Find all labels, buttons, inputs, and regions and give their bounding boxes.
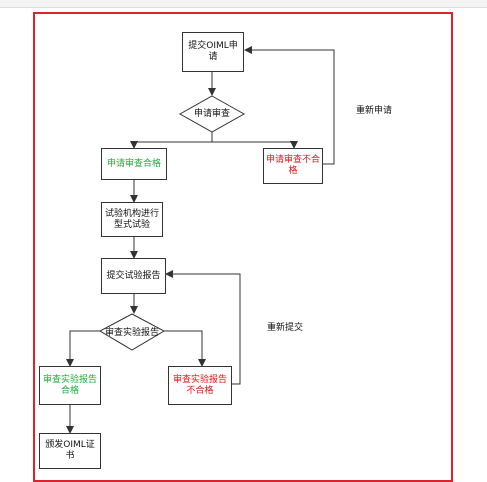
node-issue-certificate-label: 颁发OIML证书 — [45, 440, 95, 461]
arrow-review-report-to-passed — [66, 330, 100, 367]
arrow-review-to-passed — [130, 132, 213, 149]
node-submit-oiml-application-label: 提交OIML申请 — [188, 41, 238, 62]
decision-diamond-report — [98, 313, 166, 351]
node-issue-certificate: 颁发OIML证书 — [39, 433, 101, 469]
decision-application-review-label: 申请审查 — [193, 108, 230, 119]
node-report-failed-label: 审查实验报告不合格 — [172, 374, 227, 396]
arrow-review-report-to-failed — [164, 330, 206, 367]
node-report-failed: 审查实验报告不合格 — [168, 366, 232, 405]
node-submit-test-report: 提交试验报告 — [101, 258, 166, 294]
node-application-failed-label: 申请审查不合格 — [266, 155, 321, 176]
node-submit-oiml-application: 提交OIML申请 — [182, 32, 244, 72]
note-resubmit: 重新提交 — [267, 323, 304, 333]
arrow-reapply-loop — [244, 46, 335, 165]
node-submit-test-report-label: 提交试验报告 — [106, 270, 161, 281]
arrow-resubmit-loop — [165, 270, 241, 385]
decision-report-review-label: 审查实验报告 — [105, 327, 160, 338]
top-ruler — [0, 0, 487, 8]
node-application-passed-label: 申请审查合格 — [106, 158, 161, 169]
node-type-test-label: 试验机构进行型式试验 — [104, 208, 159, 230]
node-report-passed: 审查实验报告合格 — [39, 366, 101, 405]
node-application-failed: 申请审查不合格 — [263, 148, 323, 184]
note-reapply: 重新申请 — [356, 106, 393, 116]
decision-report-review-label-box: 审查实验报告 — [105, 322, 159, 344]
arrow-review-to-failed — [212, 141, 298, 149]
node-application-passed: 申请审查合格 — [101, 148, 167, 180]
node-type-test: 试验机构进行型式试验 — [101, 202, 163, 237]
decision-application-review-label-box: 申请审查 — [182, 104, 242, 124]
node-report-passed-label: 审查实验报告合格 — [42, 374, 97, 396]
